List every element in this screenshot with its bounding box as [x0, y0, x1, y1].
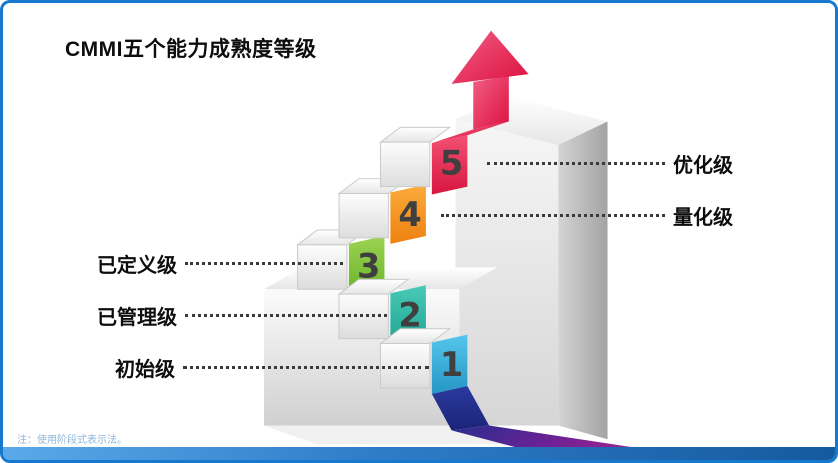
step-pedestal-3 — [296, 229, 369, 290]
level-4-number: 4 — [398, 195, 421, 234]
dotted-connector-level-1 — [183, 365, 429, 369]
step-pedestal-5 — [379, 126, 452, 188]
ribbon-level-1 — [431, 334, 468, 394]
ribbon-level-4 — [390, 184, 426, 244]
step-pedestal-4 — [337, 178, 410, 239]
callout-level-2: 已管理级 — [97, 302, 395, 329]
dotted-connector-level-2 — [185, 313, 387, 317]
footnote: 注：使用阶段式表示法。 — [17, 435, 127, 446]
level-4-label: 量化级 — [673, 206, 733, 229]
dotted-connector-level-4 — [441, 213, 665, 217]
level-2-label: 已管理级 — [97, 306, 177, 329]
floor-shadow — [264, 425, 514, 445]
callout-level-3: 已定义级 — [97, 250, 351, 277]
step-pedestal-2 — [337, 278, 410, 340]
dotted-connector-level-5 — [487, 161, 665, 165]
callout-level-4: 量化级 — [433, 202, 733, 229]
page-title: CMMI五个能力成熟度等级 — [65, 38, 317, 61]
dotted-connector-level-3 — [185, 261, 343, 265]
callout-level-1: 初始级 — [115, 354, 437, 381]
tower-block — [455, 95, 608, 440]
up-arrow — [431, 30, 529, 144]
bottom-bar — [3, 447, 835, 460]
level-3-label: 已定义级 — [97, 254, 177, 277]
level-3-number: 3 — [357, 246, 380, 285]
ribbon-level-5 — [431, 135, 468, 195]
level-2-number: 2 — [398, 296, 421, 335]
level-5-number: 5 — [440, 144, 463, 183]
callout-level-5: 优化级 — [479, 150, 733, 177]
level-5-label: 优化级 — [673, 154, 733, 177]
level-1-label: 初始级 — [115, 358, 175, 381]
staircase-graphic: 1 2 3 4 5 — [264, 30, 646, 460]
level-1-number: 1 — [440, 345, 463, 384]
